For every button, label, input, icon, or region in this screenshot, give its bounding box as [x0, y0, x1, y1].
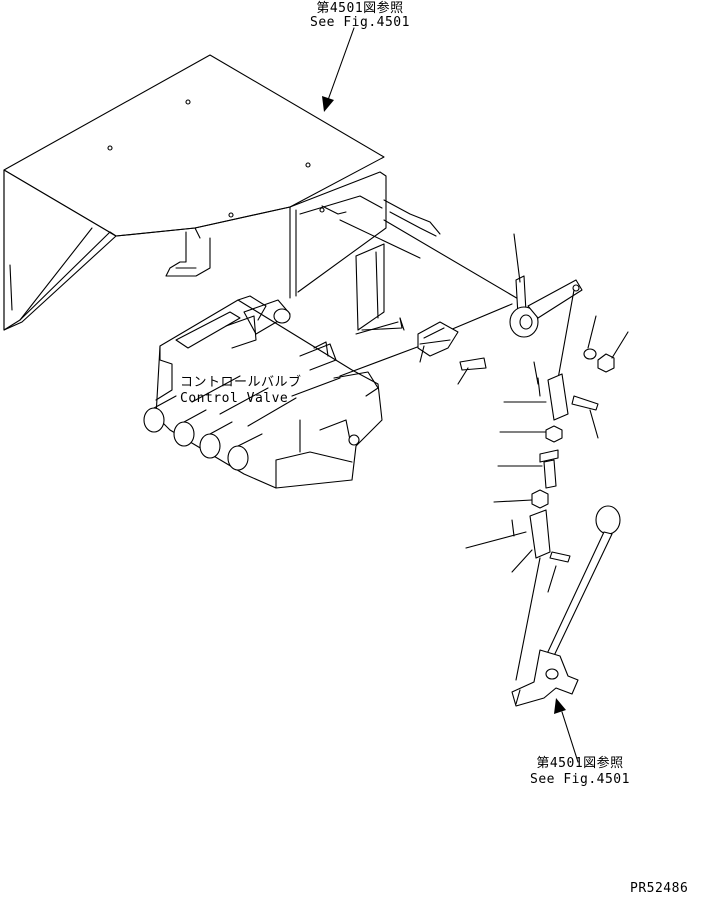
valve-bracket — [289, 171, 441, 331]
adjusting-rod — [531, 425, 563, 509]
upper-clevis — [537, 289, 599, 421]
bell-crank — [383, 219, 583, 338]
reference-label-top-en: See Fig.4501 — [310, 15, 410, 30]
washer-and-nut — [583, 348, 615, 373]
reference-label-top-jp: 第4501図参照 — [316, 1, 404, 16]
component-label-jp: コントロールバルブ — [180, 375, 302, 390]
lower-clevis — [511, 509, 571, 681]
reference-label-bottom-jp: 第4501図参照 — [536, 756, 624, 771]
control-valve-body — [143, 295, 383, 489]
control-lever — [511, 505, 621, 707]
drawing-number: PR52486 — [630, 881, 689, 896]
component-label-en: Control Valve — [180, 391, 289, 406]
control-rod — [339, 303, 513, 377]
floor-plate — [3, 54, 385, 331]
reference-label-bottom-en: See Fig.4501 — [530, 772, 630, 787]
leader-lines — [291, 27, 629, 763]
